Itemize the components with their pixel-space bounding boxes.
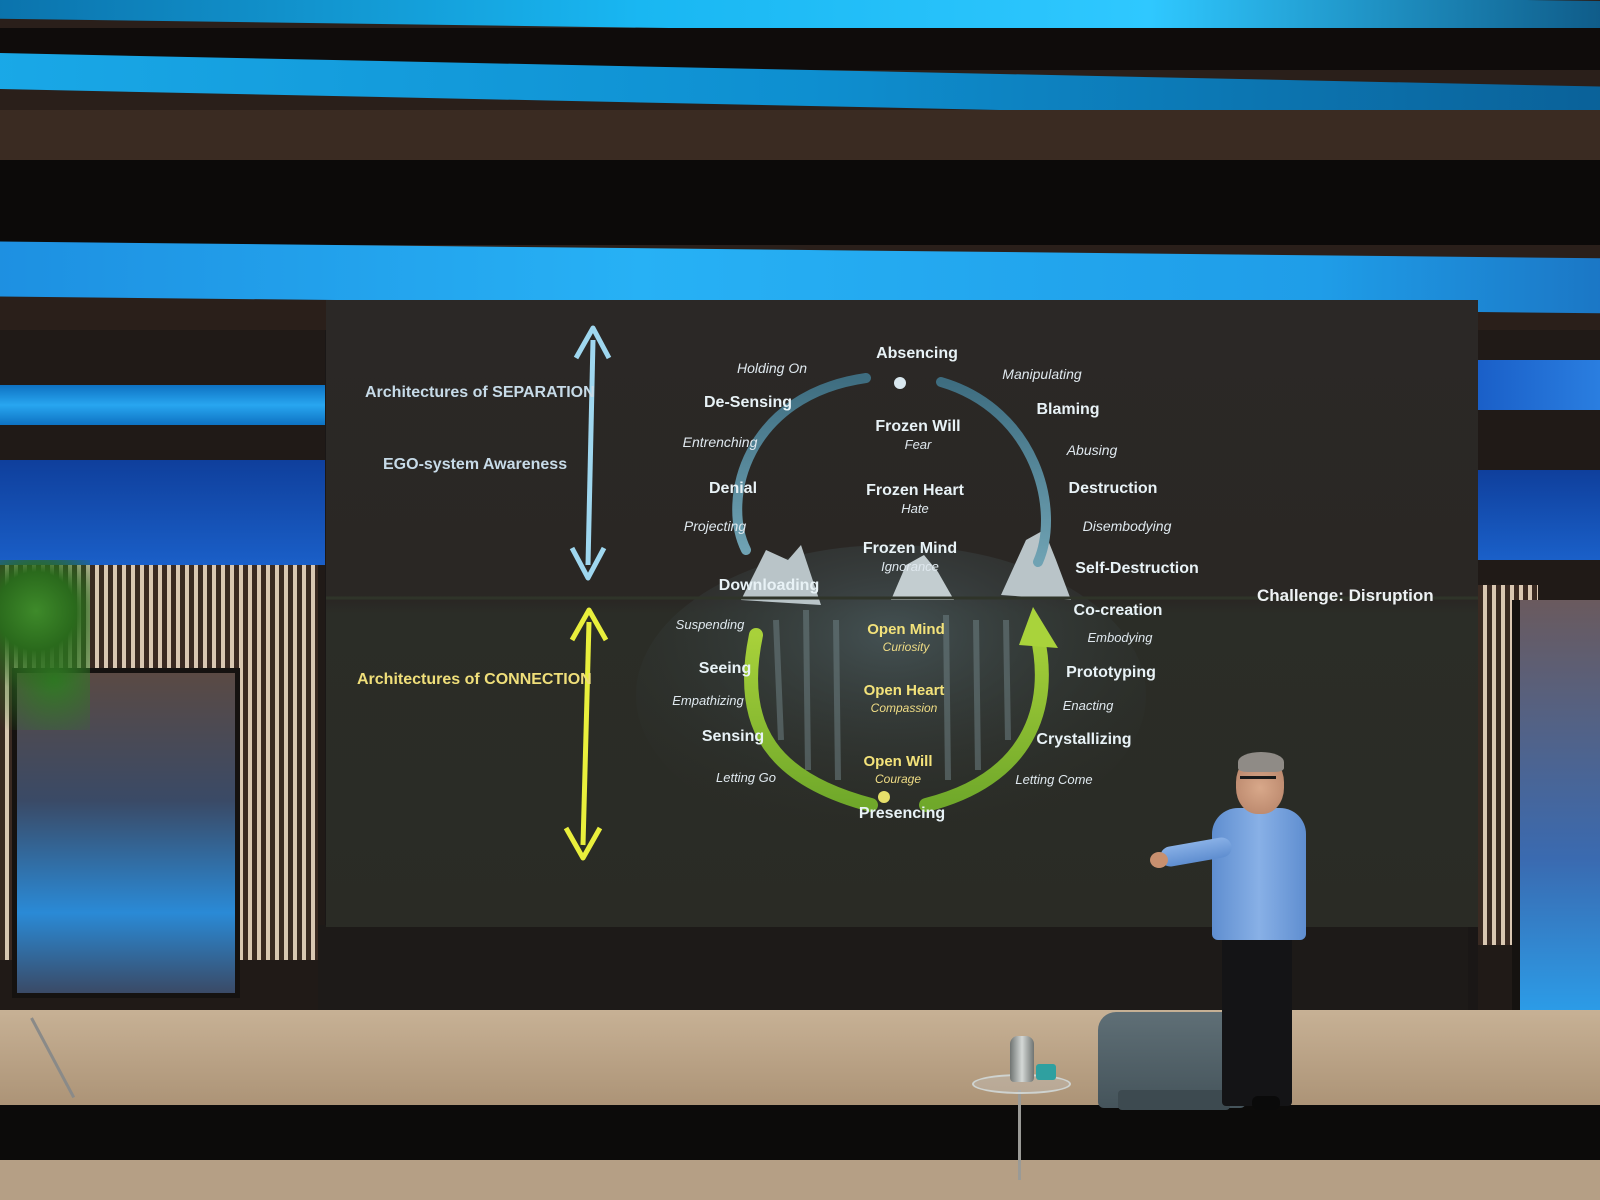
absencing-dot — [894, 377, 906, 389]
water-flask — [1010, 1036, 1034, 1082]
speaker-shirt — [1212, 808, 1306, 940]
separation-arc-left — [732, 373, 871, 555]
destruction-label: Destruction — [1068, 480, 1158, 497]
self-destruction-label: Self-Destruction — [1075, 560, 1199, 577]
audience-floor — [0, 1160, 1600, 1200]
downloading-label: Downloading — [718, 577, 820, 594]
speaker-glasses — [1240, 776, 1276, 787]
hate-label: Hate — [901, 501, 929, 516]
sensing-label: Sensing — [701, 728, 765, 745]
frozen-mind-label: Frozen Mind — [862, 540, 958, 557]
fear-label: Fear — [904, 437, 932, 452]
right-side-screen — [1512, 600, 1600, 1030]
speaker-legs — [1222, 936, 1292, 1106]
disembodying-label: Disembodying — [1082, 518, 1172, 534]
challenge-disruption-label: Challenge: Disruption — [1257, 586, 1434, 605]
embodying-label: Embodying — [1087, 630, 1153, 645]
projecting-label: Projecting — [683, 518, 747, 534]
left-blue-panel — [0, 460, 325, 565]
architectures-of-connection-label: Architectures of CONNECTION — [357, 671, 592, 688]
stage-floor — [0, 1010, 1600, 1120]
courage-label: Courage — [874, 772, 922, 786]
right-light-strip — [1478, 360, 1600, 410]
empathizing-label: Empathizing — [672, 693, 744, 708]
connection-arc-left — [743, 628, 878, 812]
speaker-shoe — [1252, 1096, 1280, 1110]
open-will-label: Open Will — [863, 753, 933, 770]
frozen-heart-label: Frozen Heart — [866, 482, 964, 499]
frozen-will-label: Frozen Will — [875, 418, 961, 435]
presencing-label: Presencing — [858, 805, 946, 822]
denial-label: Denial — [708, 480, 758, 497]
ceiling-panel — [0, 160, 1600, 245]
speaker-hair — [1238, 752, 1284, 772]
enacting-label: Enacting — [1062, 698, 1114, 713]
left-light-strip — [0, 385, 325, 425]
right-blue-panel — [1478, 470, 1600, 560]
absencing-label: Absencing — [876, 345, 958, 362]
ceiling-panel — [0, 110, 1600, 160]
holding-on-label: Holding On — [736, 360, 808, 376]
plant — [0, 560, 90, 730]
curiosity-label: Curiosity — [882, 640, 930, 654]
architectures-of-separation-label: Architectures of SEPARATION — [365, 384, 595, 401]
connection-arrowhead — [1019, 607, 1058, 648]
ego-system-awareness-label: EGO-system Awareness — [383, 456, 568, 473]
compassion-label: Compassion — [870, 701, 938, 715]
seeing-label: Seeing — [698, 660, 752, 677]
underwater-columns — [773, 609, 1011, 781]
ceiling — [0, 0, 1600, 330]
blaming-label: Blaming — [1036, 401, 1100, 418]
open-mind-label: Open Mind — [867, 621, 945, 638]
crystallizing-label: Crystallizing — [1036, 731, 1132, 748]
suspending-label: Suspending — [675, 617, 745, 632]
connection-arc-right — [919, 623, 1049, 812]
letting-go-label: Letting Go — [716, 770, 776, 785]
stage-edge — [0, 1105, 1600, 1160]
co-creation-label: Co-creation — [1073, 602, 1163, 619]
cup — [1036, 1064, 1056, 1080]
presencing-dot — [878, 791, 890, 803]
open-heart-label: Open Heart — [863, 682, 945, 699]
de-sensing-label: De-Sensing — [703, 394, 793, 411]
prototyping-label: Prototyping — [1066, 664, 1156, 681]
side-table-leg — [1018, 1090, 1021, 1180]
ignorance-label: Ignorance — [881, 559, 939, 574]
underwater-shape — [636, 545, 1146, 845]
u-diagram-graphic — [326, 325, 1478, 861]
iceberg-left — [741, 545, 821, 605]
abusing-label: Abusing — [1066, 442, 1118, 458]
manipulating-label: Manipulating — [1002, 366, 1082, 382]
letting-come-label: Letting Come — [1015, 772, 1093, 787]
armchair-seat — [1118, 1090, 1230, 1110]
speaker-hand — [1150, 852, 1168, 868]
separation-arc-right — [936, 377, 1051, 567]
iceberg-middle — [891, 555, 954, 600]
separation-double-arrow — [569, 325, 612, 581]
connection-double-arrow — [563, 607, 609, 861]
entrenching-label: Entrenching — [682, 434, 758, 450]
